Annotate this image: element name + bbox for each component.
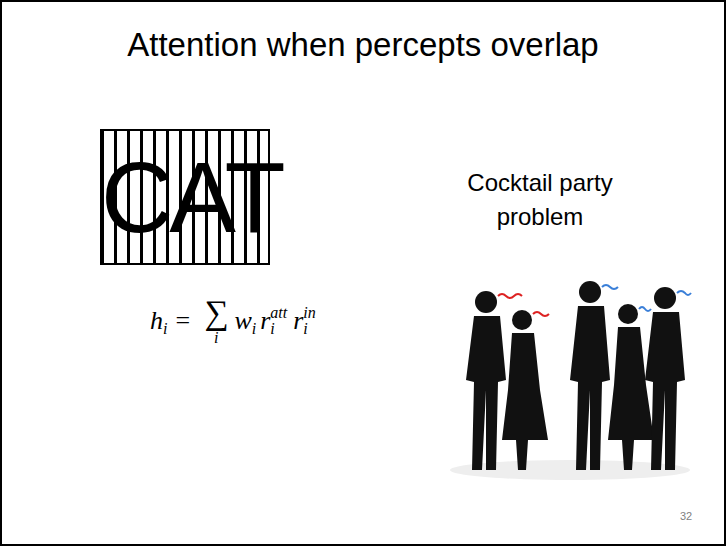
- formula-subscript: i: [252, 320, 256, 338]
- formula-symbol: r: [260, 306, 270, 336]
- formula-symbol: h: [150, 306, 163, 336]
- index-stack: att i: [270, 305, 287, 337]
- party-silhouettes: [450, 281, 690, 480]
- formula-operator: =: [175, 306, 190, 336]
- overlap-word: CAT: [101, 130, 269, 264]
- formula-symbol: w: [234, 306, 251, 336]
- formula-subscript: i: [270, 321, 287, 337]
- page-number: 32: [680, 510, 692, 522]
- attention-formula: h i = ∑ i w i r att i r in i: [150, 296, 322, 346]
- formula-subscript: i: [303, 321, 315, 337]
- formula-superscript: in: [303, 305, 315, 321]
- example-label: Cocktail party problem: [440, 166, 640, 234]
- formula-subscript: i: [214, 330, 218, 346]
- formula-symbol: r: [293, 306, 303, 336]
- sum-sign: ∑: [204, 296, 228, 330]
- slide-title: Attention when percepts overlap: [0, 26, 726, 64]
- formula-superscript: att: [270, 305, 287, 321]
- index-stack: in i: [303, 305, 315, 337]
- sum-operator: ∑ i: [204, 296, 228, 346]
- formula-subscript: i: [163, 320, 167, 338]
- speech-waves: [498, 285, 691, 316]
- stripe-grating: [101, 130, 269, 264]
